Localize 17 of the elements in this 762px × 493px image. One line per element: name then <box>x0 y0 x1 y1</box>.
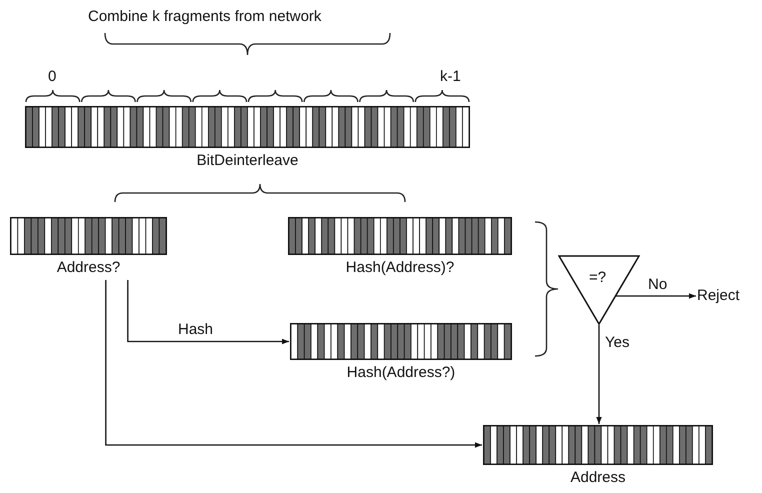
index-label: 0 <box>48 68 56 86</box>
arrow <box>127 280 289 344</box>
index-label: k-1 <box>440 68 461 86</box>
operation-label: BitDeinterleave <box>196 152 300 170</box>
bar-label: Hash(Address)? <box>344 259 456 277</box>
caption-text: Combine k fragments from network <box>88 8 322 26</box>
comparator-label: =? <box>589 269 606 287</box>
arrow <box>596 325 602 424</box>
edge-label: Hash <box>178 321 214 339</box>
edge-label: No <box>648 276 668 294</box>
arrow <box>105 280 482 448</box>
edge-label: Yes <box>605 334 630 352</box>
bar-label: Address? <box>56 259 122 277</box>
arrow <box>616 293 696 299</box>
outcome-label: Reject <box>697 287 740 305</box>
bar-label: Hash(Address?) <box>346 364 456 382</box>
bar-label: Address <box>569 469 627 487</box>
